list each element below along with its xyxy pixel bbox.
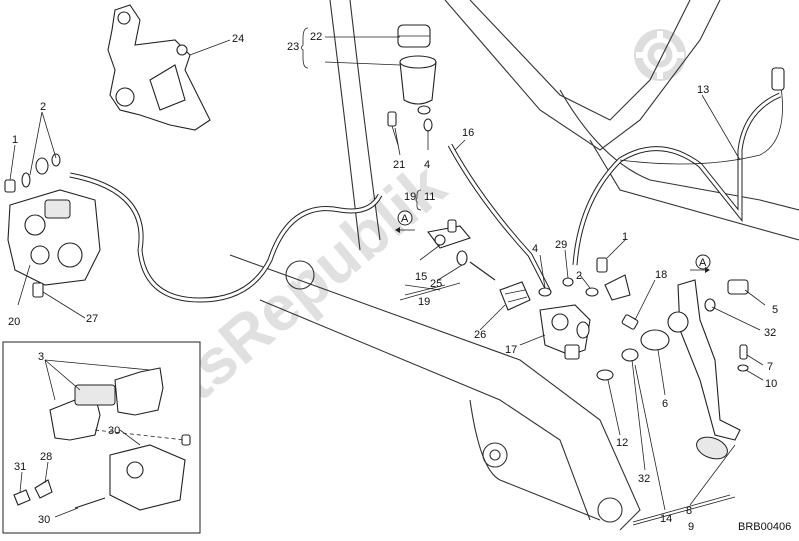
master-cylinder-boot [499, 281, 531, 311]
brake-caliper [7, 189, 101, 286]
callout-20: 20 [8, 316, 20, 328]
pivot-parts [596, 279, 749, 381]
callout-2: 2 [40, 101, 46, 113]
callout-3: 3 [38, 351, 44, 363]
callout-19: 19 [404, 191, 416, 203]
brake-pads-inset [2, 341, 201, 534]
gear-icon [634, 29, 686, 81]
callout-32: 32 [764, 327, 776, 339]
callout-24: 24 [232, 33, 244, 45]
brake-pedal [667, 279, 741, 460]
callout-18: 18 [655, 269, 667, 281]
svg-text:A: A [401, 213, 409, 225]
callout-14: 14 [660, 513, 672, 525]
brake-hose-master [572, 92, 782, 266]
callout-21: 21 [393, 159, 405, 171]
callout-28: 28 [40, 451, 52, 463]
rod-clevis [427, 219, 471, 249]
callout-5: 5 [772, 304, 778, 316]
callout-32b: 32 [638, 473, 650, 485]
callout-31: 31 [14, 461, 26, 473]
callout-30b: 30 [38, 514, 50, 526]
frame-outline [229, 0, 799, 531]
drawing-code: BRB00406 [738, 521, 791, 533]
callout-labels: 24 23 22 2 1 20 27 21 4 16 19 11 15 25 1… [8, 31, 778, 533]
sensor-cable [619, 67, 785, 165]
callout-8: 8 [686, 505, 692, 517]
callout-12: 12 [616, 437, 628, 449]
banjo-fittings [538, 257, 631, 301]
reservoir-bolt [387, 111, 399, 146]
callout-25: 25 [430, 278, 442, 290]
callout-9: 9 [688, 521, 694, 533]
callout-22: 22 [310, 31, 322, 43]
callout-29: 29 [555, 239, 567, 251]
callout-11: 11 [424, 191, 435, 203]
callout-27: 27 [86, 313, 98, 325]
svg-text:A: A [699, 257, 707, 269]
callout-10: 10 [765, 378, 777, 390]
callout-7: 7 [767, 361, 773, 373]
reference-marker-a-right: A [690, 254, 711, 273]
callout-4: 4 [424, 159, 430, 171]
callout-13: 13 [697, 84, 709, 96]
leader-lines [9, 27, 766, 523]
reservoir-hose [447, 143, 551, 292]
callout-19b: 19 [418, 296, 430, 308]
callout-4b: 4 [532, 243, 538, 255]
callout-26: 26 [474, 329, 486, 341]
callout-1: 1 [12, 134, 18, 146]
callout-17: 17 [505, 344, 517, 356]
brake-hose-rear [69, 172, 383, 303]
callout-15: 15 [415, 271, 427, 283]
callout-23: 23 [287, 41, 299, 53]
group-brackets [404, 189, 736, 526]
reference-marker-a-left: A [395, 210, 415, 233]
pushrod [456, 250, 496, 281]
caliper-bracket [107, 4, 211, 131]
fluid-reservoir [397, 24, 437, 132]
master-cylinder [539, 304, 591, 360]
callout-6: 6 [662, 398, 668, 410]
callout-30: 30 [108, 425, 120, 437]
callout-16: 16 [462, 127, 474, 139]
callout-1b: 1 [622, 231, 628, 243]
callout-2b: 2 [576, 270, 582, 282]
